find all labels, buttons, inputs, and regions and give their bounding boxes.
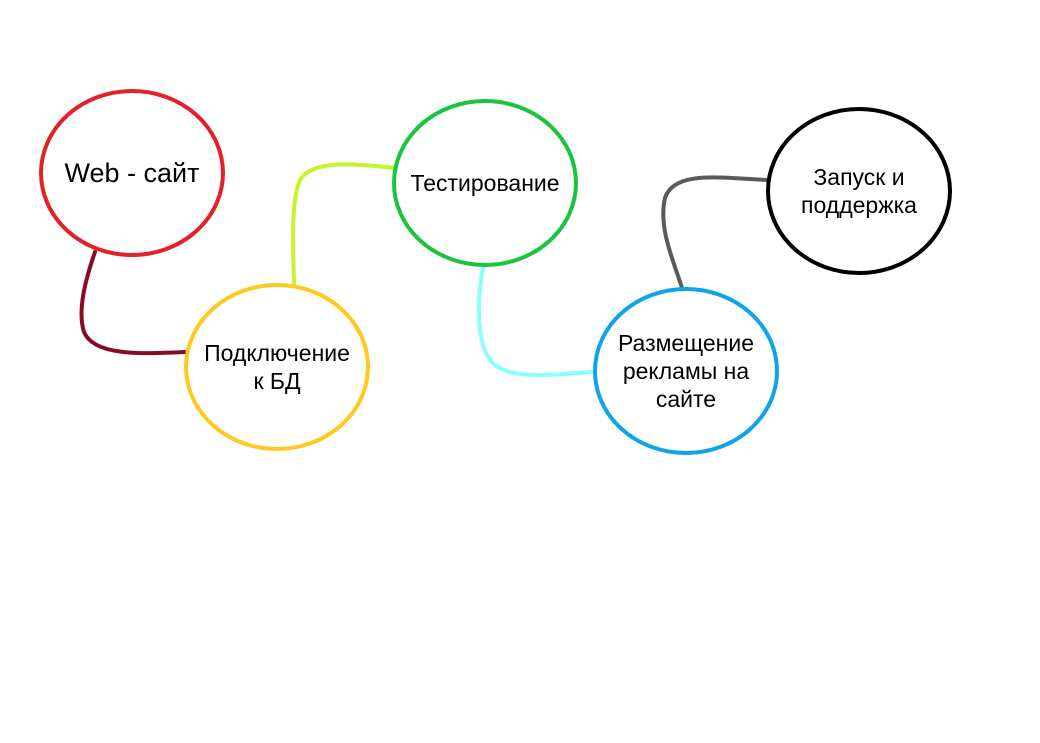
node-label-line: Подключение — [204, 339, 350, 366]
node-label-line: Web - сайт — [64, 157, 200, 188]
node-circle-ad-placement — [593, 287, 779, 455]
node-label-line: поддержка — [801, 192, 917, 218]
node-label-line: к БД — [253, 368, 301, 394]
connector-db-connection-to-testing — [291, 162, 396, 285]
connector-testing-to-ad-placement — [476, 265, 595, 378]
node-label-db-connection: Подключение к БД — [186, 285, 368, 449]
node-label-line: Размещение — [617, 329, 755, 356]
node-circle-launch-support — [766, 107, 952, 275]
node-label-web-site: Web - сайт — [41, 91, 223, 255]
node-label-line: Тестирование — [410, 169, 560, 196]
node-label-launch-support: Запуск и поддержка — [768, 109, 950, 273]
node-label-line: рекламы на — [622, 357, 750, 384]
connector-web-site-to-db-connection — [79, 250, 187, 356]
node-circle-web-site — [39, 89, 225, 257]
node-label-line: Запуск и — [813, 163, 905, 190]
connector-ad-placement-to-launch-support — [661, 175, 770, 290]
node-label-ad-placement: Размещение рекламы на сайте — [595, 289, 777, 453]
node-label-testing: Тестирование — [394, 101, 576, 265]
node-circle-db-connection — [184, 283, 370, 451]
node-circle-testing — [392, 99, 578, 267]
node-label-line: сайте — [655, 386, 717, 413]
